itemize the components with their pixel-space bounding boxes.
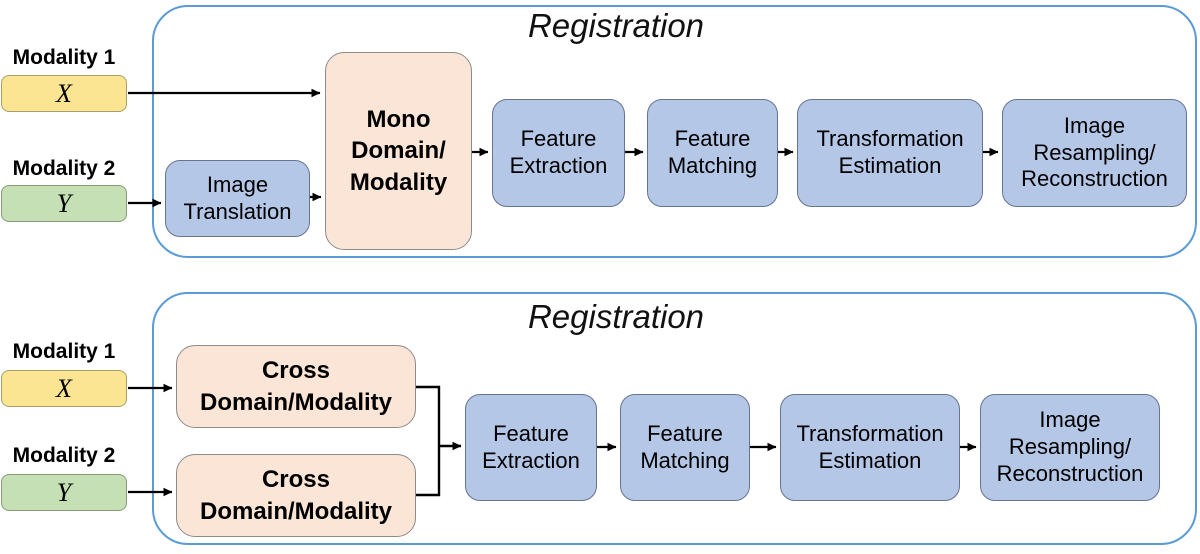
modality1-input-top: X xyxy=(1,75,127,112)
registration-title-bottom: Registration xyxy=(527,298,705,335)
registration-container-top xyxy=(152,5,1197,258)
modality2-label-bottom: Modality 2 xyxy=(12,444,116,467)
modality1-label-bottom: Modality 1 xyxy=(12,340,116,363)
image-resampling-box-bottom: Image Resampling/ Reconstruction xyxy=(980,394,1160,501)
cross-domain-modality-box-1: Cross Domain/Modality xyxy=(176,345,416,428)
cross-domain-modality-box-2: Cross Domain/Modality xyxy=(176,454,416,537)
transformation-estimation-box-top: Transformation Estimation xyxy=(797,99,983,207)
transformation-estimation-box-bottom: Transformation Estimation xyxy=(780,394,960,501)
image-translation-box: Image Translation xyxy=(165,160,310,237)
modality2-input-top: Y xyxy=(1,185,127,222)
feature-matching-box-top: Feature Matching xyxy=(647,99,778,207)
modality2-label-top: Modality 2 xyxy=(12,157,116,180)
registration-container-bottom xyxy=(152,292,1197,545)
feature-extraction-box-bottom: Feature Extraction xyxy=(465,394,597,501)
feature-extraction-box-top: Feature Extraction xyxy=(492,99,625,207)
modality1-label-top: Modality 1 xyxy=(12,46,116,69)
mono-domain-modality-box: Mono Domain/ Modality xyxy=(325,52,472,250)
image-resampling-box-top: Image Resampling/ Reconstruction xyxy=(1002,99,1187,207)
modality1-input-bottom: X xyxy=(1,370,127,407)
registration-title-top: Registration xyxy=(527,7,705,44)
modality2-input-bottom: Y xyxy=(1,474,127,511)
feature-matching-box-bottom: Feature Matching xyxy=(620,394,750,501)
